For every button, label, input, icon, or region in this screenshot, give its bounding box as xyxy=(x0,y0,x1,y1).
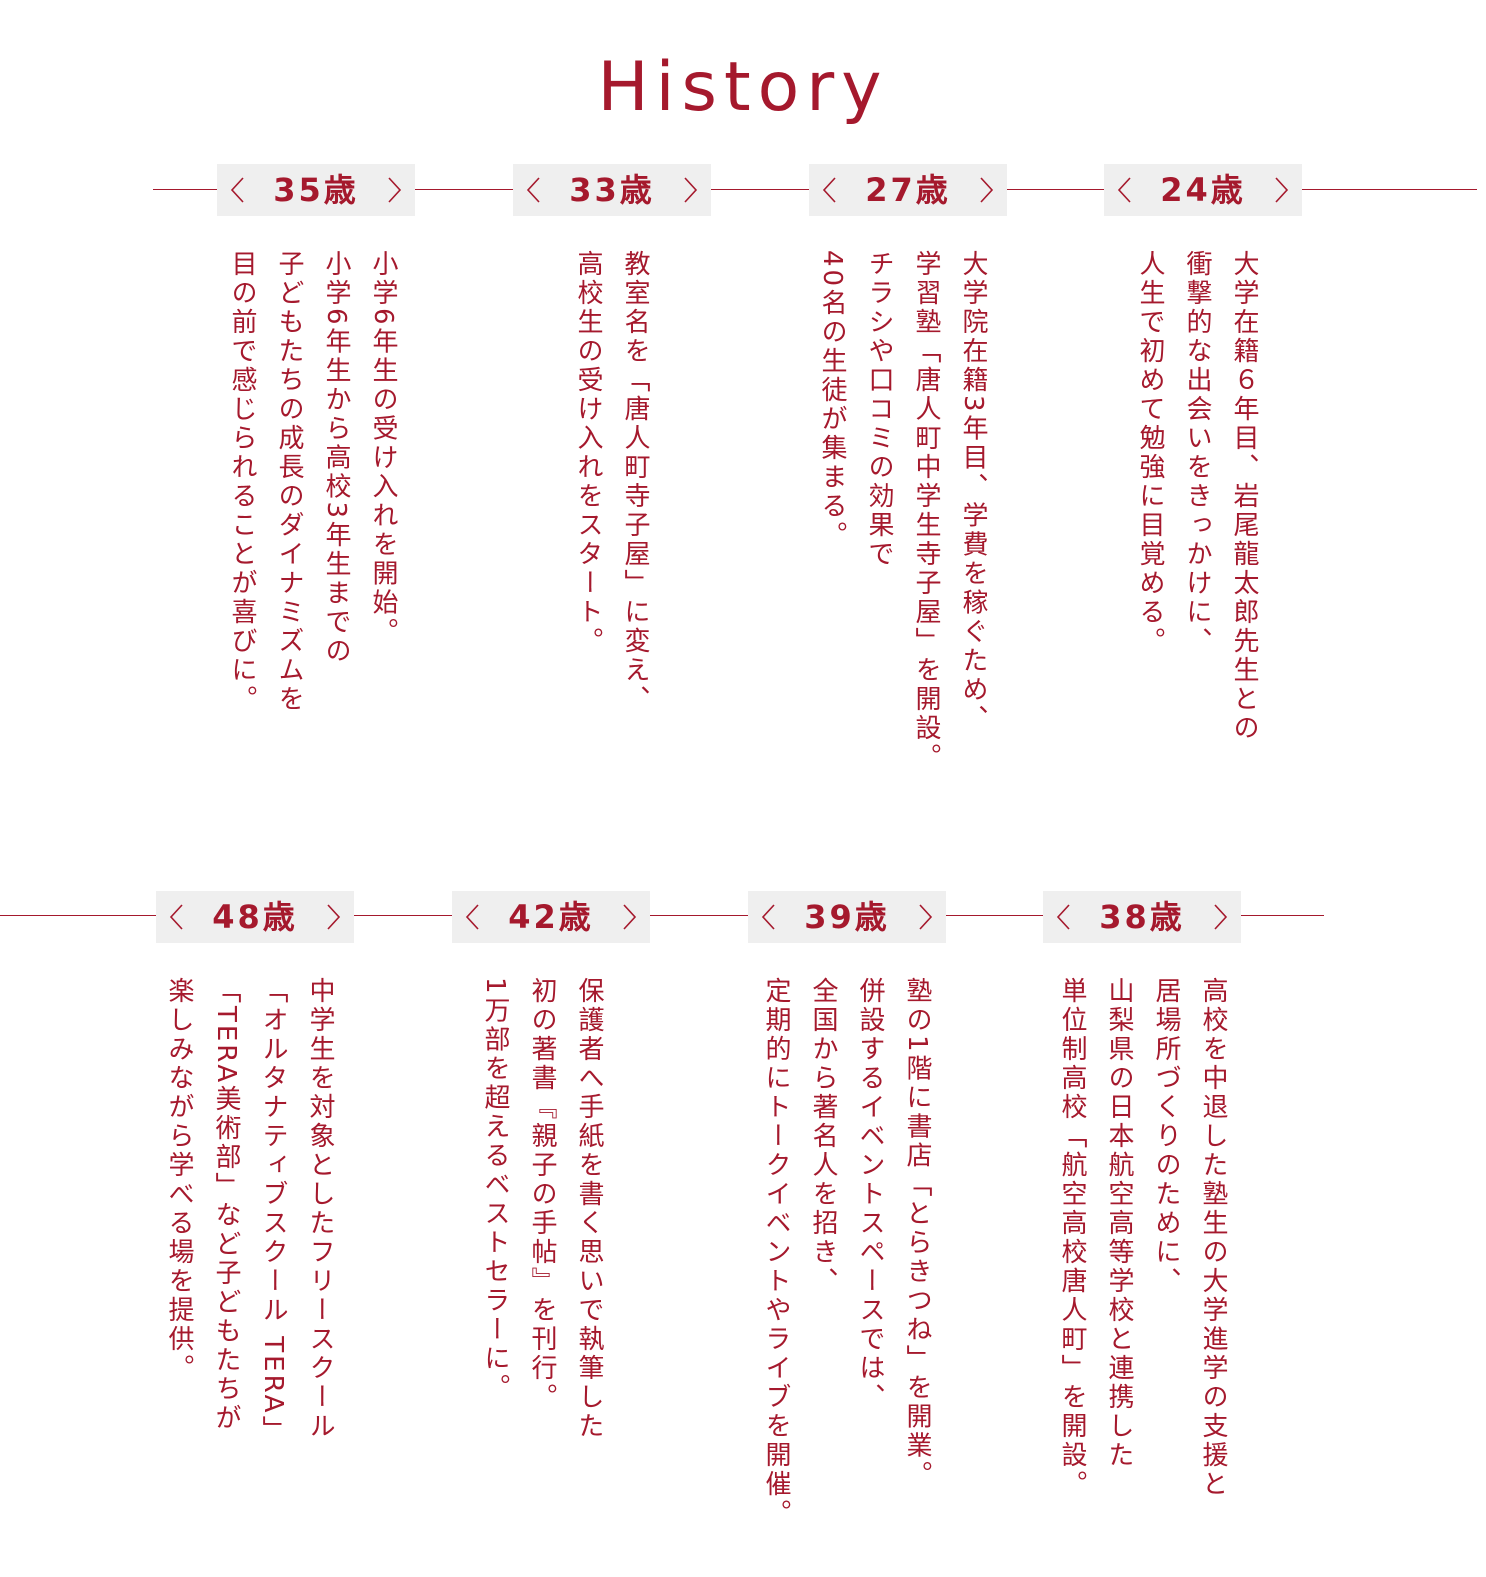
chevron-left-icon xyxy=(462,904,486,930)
entry-line: 小学6年生から高校3年生までの xyxy=(321,250,351,667)
chevron-right-icon xyxy=(616,904,640,930)
age-badge-27[interactable]: 27歳 xyxy=(809,164,1007,216)
entry-line: 山梨県の日本航空高等学校と連携した xyxy=(1104,977,1134,1470)
age-label: 27歳 xyxy=(865,171,951,209)
age-label: 42歳 xyxy=(508,898,594,936)
entry-line: 目の前で感じられることが喜びに。 xyxy=(227,250,257,714)
chevron-right-icon xyxy=(1207,904,1231,930)
timeline-entry-35-text: 小学6年生の受け入れを開始。 小学6年生から高校3年生までの 子どもたちの成長の… xyxy=(218,250,406,714)
chevron-right-icon xyxy=(381,177,405,203)
age-label: 38歳 xyxy=(1099,898,1185,936)
age-label: 24歳 xyxy=(1160,171,1246,209)
timeline-entry-33-text: 教室名を「唐人町寺子屋」に変え、 高校生の受け入れをスタート。 xyxy=(564,250,658,714)
chevron-left-icon xyxy=(523,177,547,203)
timeline-entry-38-text: 高校を中退した塾生の大学進学の支援と 居場所づくりのために、 山梨県の日本航空高… xyxy=(1048,977,1236,1499)
entry-line: 「TERA美術部」など子どもたちが xyxy=(211,977,241,1434)
entry-line: 居場所づくりのために、 xyxy=(1151,977,1181,1296)
age-label: 33歳 xyxy=(569,171,655,209)
timeline-entry-39-text: 塾の1階に書店「とらきつね」を開業。 併設するイベントスペースでは、 全国から著… xyxy=(752,977,940,1528)
age-label: 35歳 xyxy=(273,171,359,209)
timeline-line-row2 xyxy=(0,915,1324,916)
age-badge-38[interactable]: 38歳 xyxy=(1043,891,1241,943)
age-label: 48歳 xyxy=(212,898,298,936)
entry-line: 塾の1階に書店「とらきつね」を開業。 xyxy=(902,977,932,1490)
age-badge-48[interactable]: 48歳 xyxy=(156,891,354,943)
age-badge-24[interactable]: 24歳 xyxy=(1104,164,1302,216)
timeline-entry-42-text: 保護者へ手紙を書く思いで執筆した 初の著書『親子の手帖』を刊行。 1万部を超える… xyxy=(471,977,612,1441)
entry-line: 単位制高校「航空高校唐人町」を開設。 xyxy=(1057,977,1087,1499)
age-label: 39歳 xyxy=(804,898,890,936)
timeline-entry-48-text: 中学生を対象としたフリースクール 「オルタナティブスクール TERA」 「TER… xyxy=(155,977,343,1444)
chevron-left-icon xyxy=(1053,904,1077,930)
age-badge-39[interactable]: 39歳 xyxy=(748,891,946,943)
entry-line: 大学院在籍3年目、学費を稼ぐため、 xyxy=(958,250,988,734)
age-badge-33[interactable]: 33歳 xyxy=(513,164,711,216)
entry-line: 1万部を超えるベストセラーに。 xyxy=(480,977,510,1403)
entry-line: チラシや口コミの効果で xyxy=(864,250,894,569)
entry-line: 大学在籍６年目、岩尾龍太郎先生との xyxy=(1229,250,1259,743)
entry-line: 人生で初めて勉強に目覚める。 xyxy=(1135,250,1165,656)
entry-line: 子どもたちの成長のダイナミズムを xyxy=(274,250,304,714)
age-badge-42[interactable]: 42歳 xyxy=(452,891,650,943)
chevron-left-icon xyxy=(166,904,190,930)
entry-line: 高校を中退した塾生の大学進学の支援と xyxy=(1198,977,1228,1499)
entry-line: 定期的にトークイベントやライブを開催。 xyxy=(761,977,791,1528)
entry-line: 中学生を対象としたフリースクール xyxy=(305,977,335,1441)
chevron-left-icon xyxy=(1114,177,1138,203)
entry-line: 楽しみながら学べる場を提供。 xyxy=(164,977,194,1383)
entry-line: 「オルタナティブスクール TERA」 xyxy=(258,977,288,1445)
chevron-left-icon xyxy=(819,177,843,203)
entry-line: 40名の生徒が集まる。 xyxy=(817,250,847,551)
entry-line: 衝撃的な出会いをきっかけに、 xyxy=(1182,250,1212,656)
age-badge-35[interactable]: 35歳 xyxy=(217,164,415,216)
entry-line: 学習塾「唐人町中学生寺子屋」を開設。 xyxy=(911,250,941,772)
entry-line: 保護者へ手紙を書く思いで執筆した xyxy=(574,977,604,1441)
timeline-entry-27-text: 大学院在籍3年目、学費を稼ぐため、 学習塾「唐人町中学生寺子屋」を開設。 チラシ… xyxy=(808,250,996,772)
entry-line: 併設するイベントスペースでは、 xyxy=(855,977,885,1412)
entry-line: 小学6年生の受け入れを開始。 xyxy=(368,250,398,647)
chevron-right-icon xyxy=(677,177,701,203)
chevron-right-icon xyxy=(973,177,997,203)
entry-line: 全国から著名人を招き、 xyxy=(808,977,838,1296)
entry-line: 高校生の受け入れをスタート。 xyxy=(573,250,603,656)
chevron-right-icon xyxy=(912,904,936,930)
entry-line: 教室名を「唐人町寺子屋」に変え、 xyxy=(620,250,650,714)
chevron-right-icon xyxy=(320,904,344,930)
timeline-entry-24-text: 大学在籍６年目、岩尾龍太郎先生との 衝撃的な出会いをきっかけに、 人生で初めて勉… xyxy=(1126,250,1267,743)
chevron-left-icon xyxy=(227,177,251,203)
entry-line: 初の著書『親子の手帖』を刊行。 xyxy=(527,977,557,1412)
chevron-left-icon xyxy=(758,904,782,930)
chevron-right-icon xyxy=(1268,177,1292,203)
page-title: History xyxy=(597,47,889,127)
